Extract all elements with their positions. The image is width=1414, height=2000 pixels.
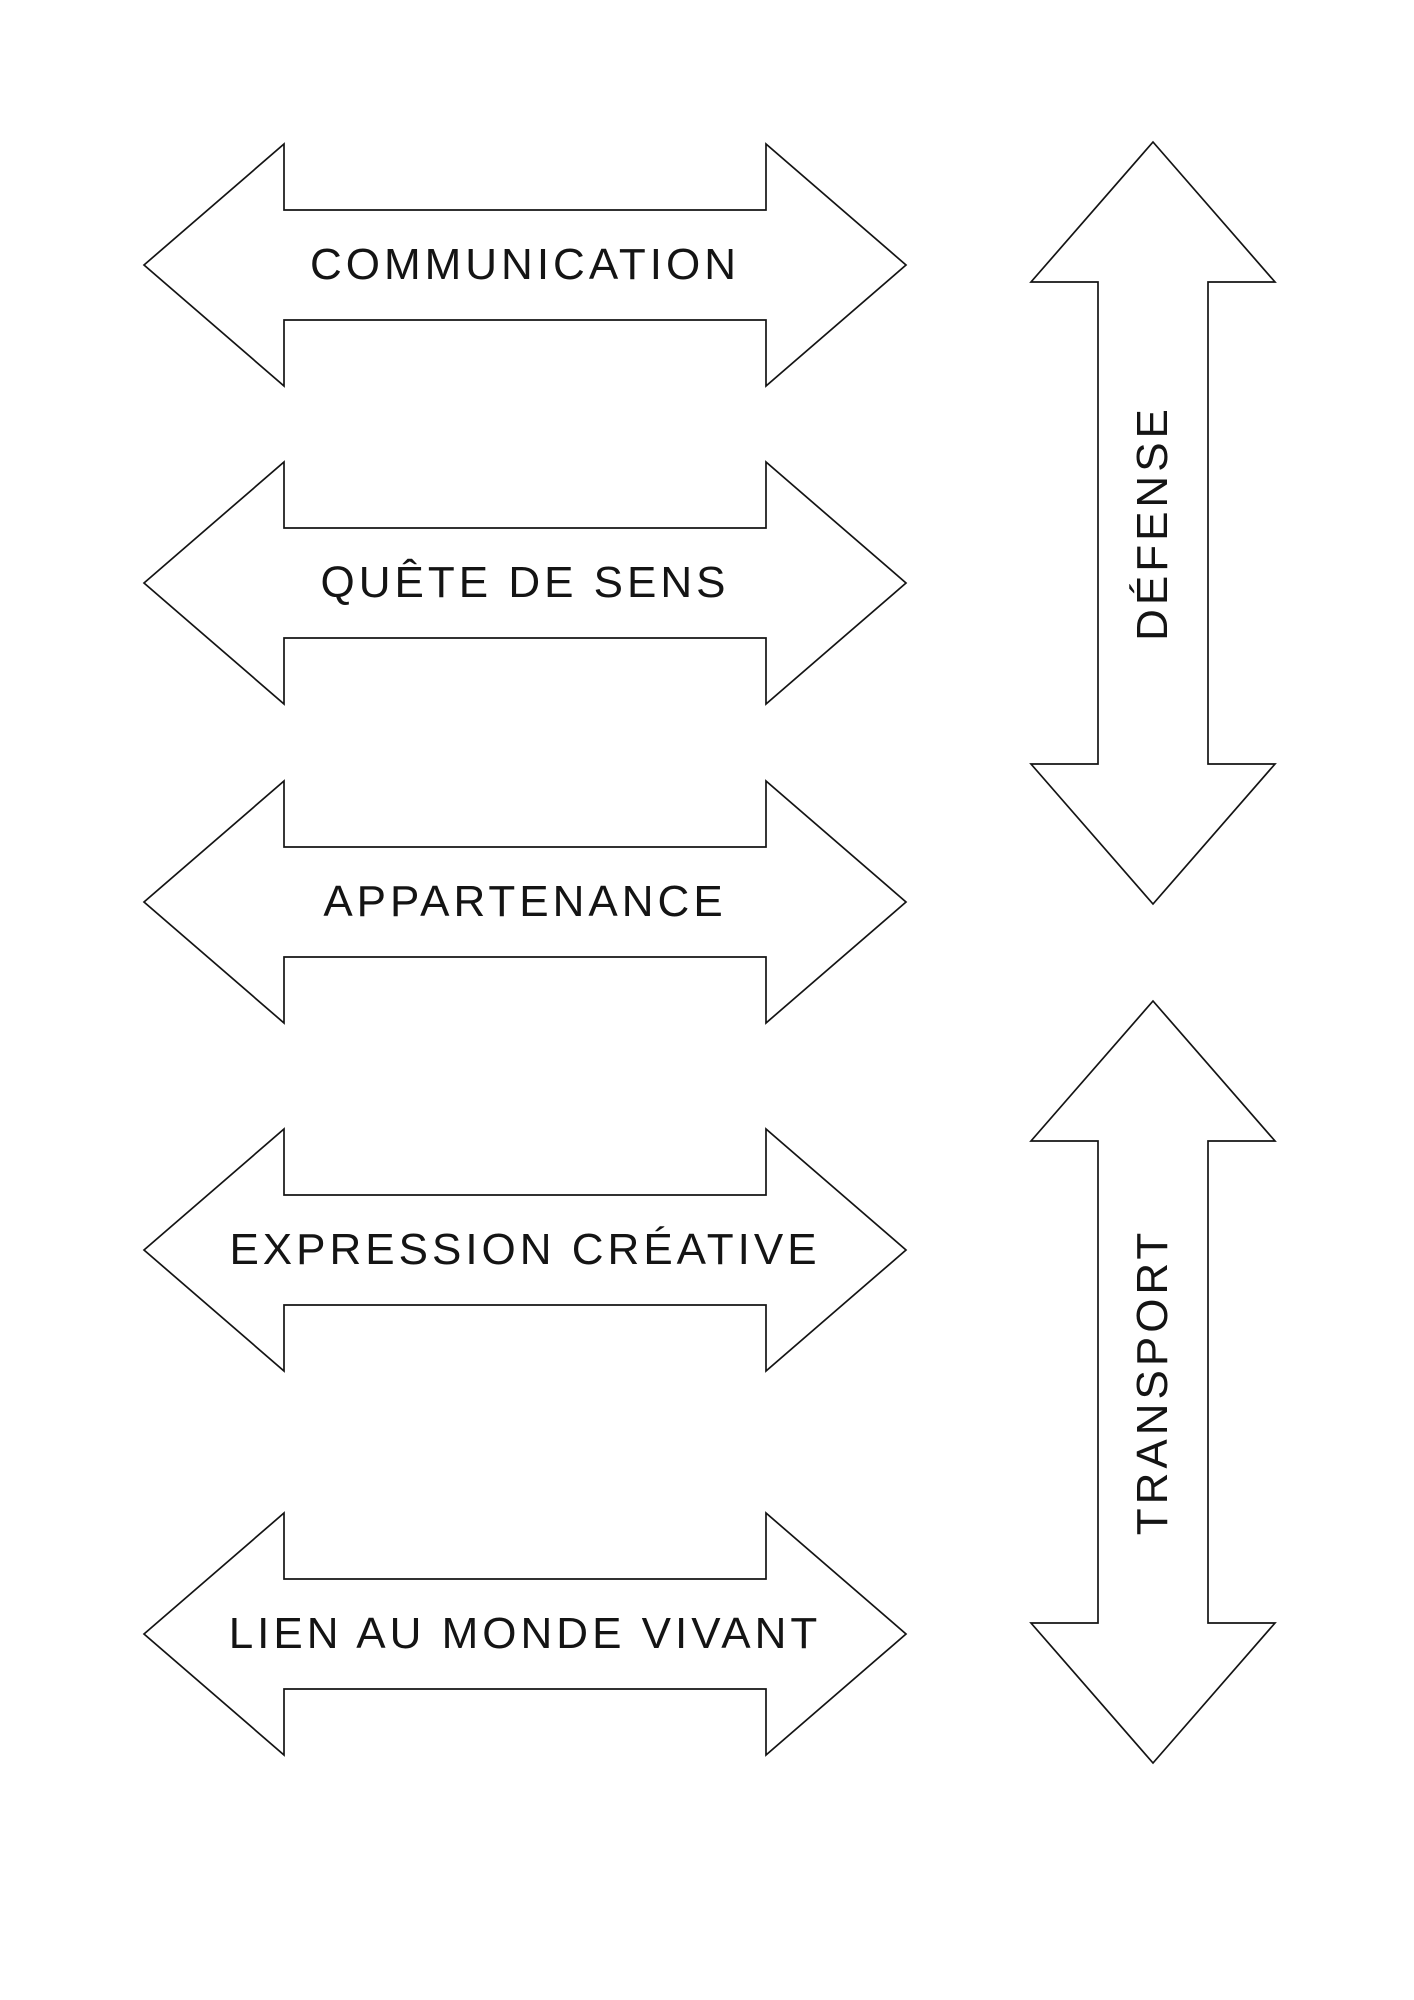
- arrow-communication: COMMUNICATION: [142, 142, 908, 388]
- double-arrow-vertical-icon: [1029, 140, 1277, 906]
- arrow-lien-au-monde-vivant-label: LIEN AU MONDE VIVANT: [228, 1609, 822, 1658]
- arrow-quete-de-sens-label: QUÊTE DE SENS: [320, 558, 730, 607]
- arrow-communication-label: COMMUNICATION: [309, 240, 741, 289]
- arrow-quete-de-sens: QUÊTE DE SENS: [142, 460, 908, 706]
- double-arrow-horizontal-icon: [142, 1127, 908, 1373]
- arrow-transport-label: TRANSPORT: [1128, 1228, 1177, 1536]
- arrow-expression-creative-label: EXPRESSION CRÉATIVE: [229, 1225, 821, 1274]
- double-arrow-horizontal-icon: [142, 142, 908, 388]
- arrow-appartenance: APPARTENANCE: [142, 779, 908, 1025]
- arrow-lien-au-monde-vivant: LIEN AU MONDE VIVANT: [142, 1511, 908, 1757]
- double-arrow-horizontal-icon: [142, 460, 908, 706]
- double-arrow-horizontal-icon: [142, 1511, 908, 1757]
- arrow-expression-creative: EXPRESSION CRÉATIVE: [142, 1127, 908, 1373]
- double-arrow-vertical-icon: [1029, 999, 1277, 1765]
- arrow-appartenance-label: APPARTENANCE: [323, 877, 727, 926]
- arrow-defense-label: DÉFENSE: [1128, 405, 1177, 641]
- arrow-transport: TRANSPORT: [1029, 999, 1277, 1765]
- arrow-defense: DÉFENSE: [1029, 140, 1277, 906]
- double-arrow-horizontal-icon: [142, 779, 908, 1025]
